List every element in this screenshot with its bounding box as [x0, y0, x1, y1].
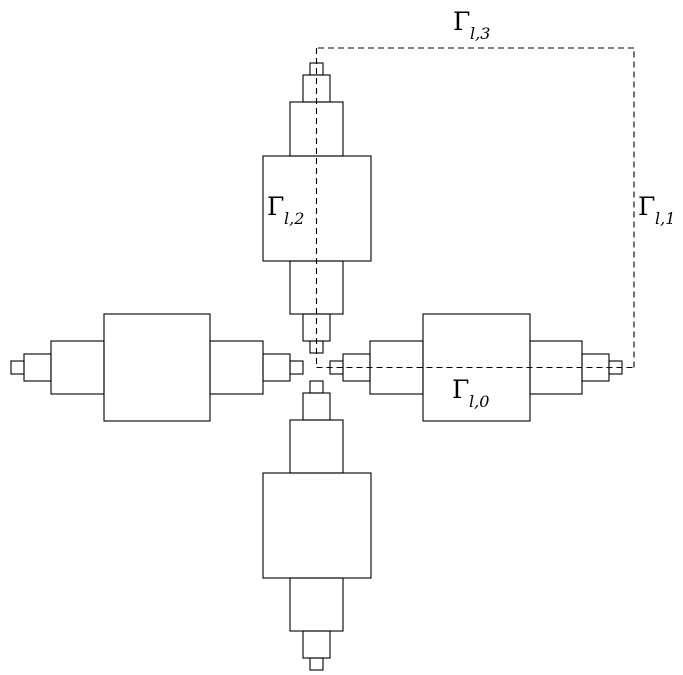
label-gamma-l1: Γ l,1 [638, 192, 675, 228]
label-gamma-l1-symbol: Γ [638, 192, 655, 221]
arm-bottom-block-cap-outer [309, 657, 324, 671]
label-gamma-l1-subscript: l,1 [655, 209, 675, 228]
label-gamma-l2-subscript: l,2 [284, 209, 304, 228]
arm-left-block-tip-inner [262, 353, 291, 382]
arm-right-block-tip-outer [581, 353, 610, 382]
arm-left-block-outer [50, 340, 105, 395]
arm-bottom-block-cap-inner [309, 380, 324, 394]
label-gamma-l2: Γ l,2 [267, 192, 304, 228]
label-gamma-l0-symbol: Γ [452, 375, 469, 404]
label-gamma-l2-symbol: Γ [267, 192, 284, 221]
arm-bottom-block-tip-inner [302, 392, 331, 421]
label-gamma-l3-subscript: l,3 [470, 24, 490, 43]
arm-bottom-block-tip-outer [302, 630, 331, 659]
arm-left-block-main [103, 313, 211, 422]
arm-left-block-tip-outer [23, 353, 52, 382]
label-gamma-l3-symbol: Γ [453, 7, 470, 36]
label-gamma-l3: Γ l,3 [453, 7, 490, 43]
label-gamma-l0: Γ l,0 [452, 375, 489, 411]
arm-bottom-block-inner [289, 419, 344, 474]
arm-bottom-block-outer [289, 577, 344, 632]
label-gamma-l0-subscript: l,0 [469, 392, 489, 411]
dashed-boundary-path [315, 47, 635, 369]
arm-bottom-block-main [262, 472, 372, 579]
arm-left [10, 313, 304, 422]
arm-left-block-cap-outer [10, 360, 25, 375]
arm-bottom [262, 380, 372, 671]
arm-left-block-inner [209, 340, 264, 395]
arm-left-block-cap-inner [289, 360, 304, 375]
